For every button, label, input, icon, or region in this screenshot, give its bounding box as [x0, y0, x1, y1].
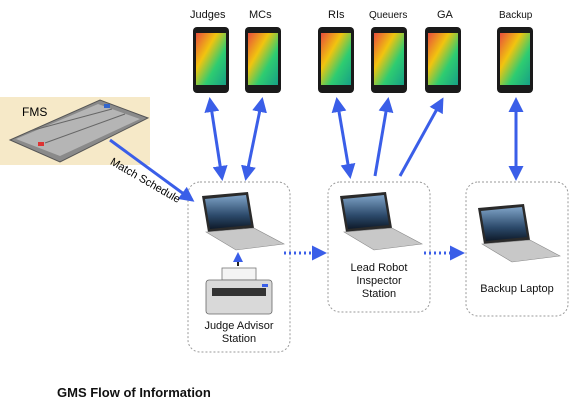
laptop-lead-robot-inspector	[340, 192, 423, 251]
tablet-backup	[497, 27, 533, 93]
arrow-match-schedule	[109, 138, 195, 202]
laptop-backup	[478, 204, 561, 263]
tablet-queuers	[371, 27, 407, 93]
arrow-queuers	[373, 97, 394, 177]
arrow-ga	[398, 97, 444, 177]
judge-advisor-station-box	[187, 181, 291, 353]
label-ris: RIs	[328, 9, 345, 21]
judge-advisor-line1: Judge Advisor	[204, 320, 274, 332]
fms-field-image	[0, 97, 150, 165]
label-ga: GA	[437, 9, 453, 21]
diagram-caption: GMS Flow of Information	[57, 385, 211, 400]
arrow-mcs	[241, 97, 267, 181]
lead-robot-inspector-station-label: Lead Robot Inspector Station	[328, 262, 430, 301]
lead-robot-inspector-station-box	[327, 181, 431, 313]
backup-laptop-label: Backup Laptop	[466, 283, 568, 296]
tablet-judges	[193, 27, 229, 93]
lead-robot-line2: Inspector	[356, 275, 402, 287]
lead-robot-line1: Lead Robot	[350, 262, 408, 274]
arrows	[109, 97, 524, 266]
tablet-ris	[318, 27, 354, 93]
backup-laptop-station-box	[465, 181, 569, 317]
label-judges: Judges	[190, 9, 226, 21]
label-backup: Backup	[499, 10, 533, 21]
arrow-ris	[331, 97, 356, 179]
arrow-judges	[204, 97, 228, 181]
backup-laptop-line1: Backup Laptop	[480, 283, 554, 295]
printer-icon	[205, 267, 273, 315]
fms-label: FMS	[22, 105, 48, 119]
label-mcs: MCs	[249, 9, 272, 21]
laptop-judge-advisor	[202, 192, 285, 251]
tablet-ga	[425, 27, 461, 93]
judge-advisor-station-label: Judge Advisor Station	[188, 320, 290, 346]
judge-advisor-line2: Station	[221, 333, 257, 345]
label-queuers: Queuers	[369, 10, 408, 21]
tablet-mcs	[245, 27, 281, 93]
lead-robot-line3: Station	[361, 288, 397, 300]
